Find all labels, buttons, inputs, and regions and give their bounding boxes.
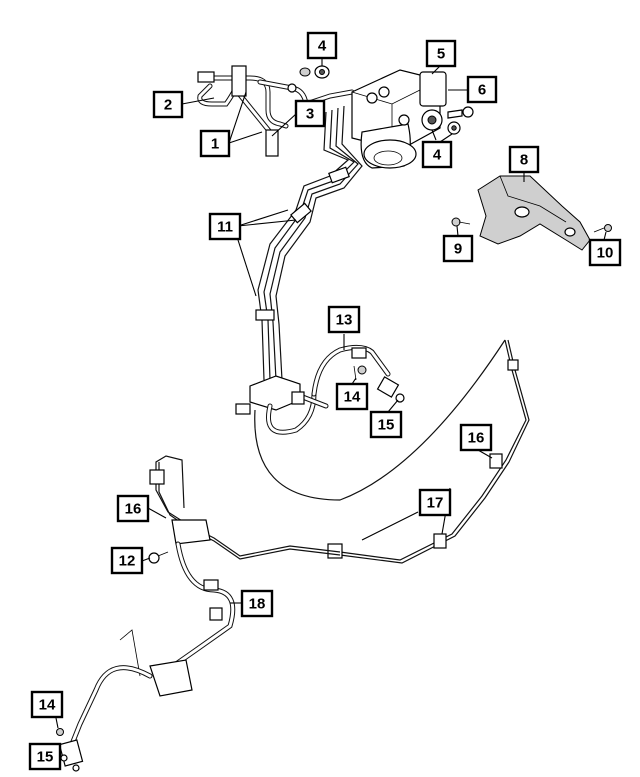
callout-11: 11 <box>208 212 242 241</box>
callout-5: 5 <box>425 39 457 68</box>
callout-8: 8 <box>508 145 540 174</box>
callout-label: 12 <box>119 553 136 570</box>
callout-label: 2 <box>164 97 172 114</box>
callout-label: 9 <box>454 241 462 258</box>
callout-label: 5 <box>437 46 445 63</box>
part-4-nut-right <box>447 121 461 135</box>
callout-label: 16 <box>468 430 485 447</box>
callout-14-middle: 14 <box>335 382 369 411</box>
master-cylinder-tubes <box>197 65 355 157</box>
callout-14-bottom: 14 <box>30 690 64 719</box>
rear-brake-line-loop <box>254 339 530 564</box>
part-12-bolt <box>148 551 169 564</box>
abs-to-body-lines <box>255 105 363 381</box>
diagram-artwork <box>56 65 612 772</box>
callout-label: 16 <box>125 501 142 518</box>
callout-4-top: 4 <box>306 31 338 60</box>
callout-17: 17 <box>418 488 452 517</box>
callout-label: 18 <box>249 596 266 613</box>
callout-label: 15 <box>37 749 54 766</box>
callout-label: 10 <box>597 245 614 262</box>
callout-label: 3 <box>306 106 314 123</box>
callout-9: 9 <box>442 234 474 263</box>
callout-label: 8 <box>520 152 528 169</box>
callout-12: 12 <box>110 546 144 575</box>
bracket-bolt-right <box>593 224 612 233</box>
left-rear-line-and-hose <box>56 455 341 772</box>
callout-3: 3 <box>294 99 326 128</box>
abs-hydraulic-unit <box>351 69 474 169</box>
callout-label: 4 <box>318 38 327 55</box>
callout-label: 4 <box>433 147 442 164</box>
callout-2: 2 <box>152 90 184 119</box>
callout-16-left: 16 <box>116 494 150 523</box>
callouts: 1 2 3 4 4 5 6 8 <box>28 31 622 771</box>
callout-1: 1 <box>199 129 231 158</box>
part-4-nut-top <box>299 65 330 79</box>
callout-13: 13 <box>327 305 361 334</box>
abs-mount-bolt <box>447 106 474 119</box>
callout-label: 13 <box>336 312 353 329</box>
callout-15-middle: 15 <box>369 410 403 439</box>
bracket-bolt-left <box>451 217 471 227</box>
callout-label: 17 <box>427 495 444 512</box>
callout-label: 6 <box>478 82 486 99</box>
callout-6: 6 <box>466 75 498 104</box>
callout-15-bottom: 15 <box>28 742 62 771</box>
callout-label: 15 <box>378 417 395 434</box>
front-brake-hose-right <box>311 344 405 403</box>
callout-10: 10 <box>588 238 622 267</box>
callout-label: 11 <box>217 219 233 236</box>
callout-18: 18 <box>240 589 274 618</box>
abs-bracket <box>451 175 612 251</box>
callout-label: 1 <box>211 136 219 153</box>
junction-block <box>235 375 329 435</box>
callout-label: 14 <box>344 389 361 406</box>
callout-16-right: 16 <box>459 423 493 452</box>
callout-label: 14 <box>39 697 56 714</box>
callout-4-right: 4 <box>421 140 453 169</box>
